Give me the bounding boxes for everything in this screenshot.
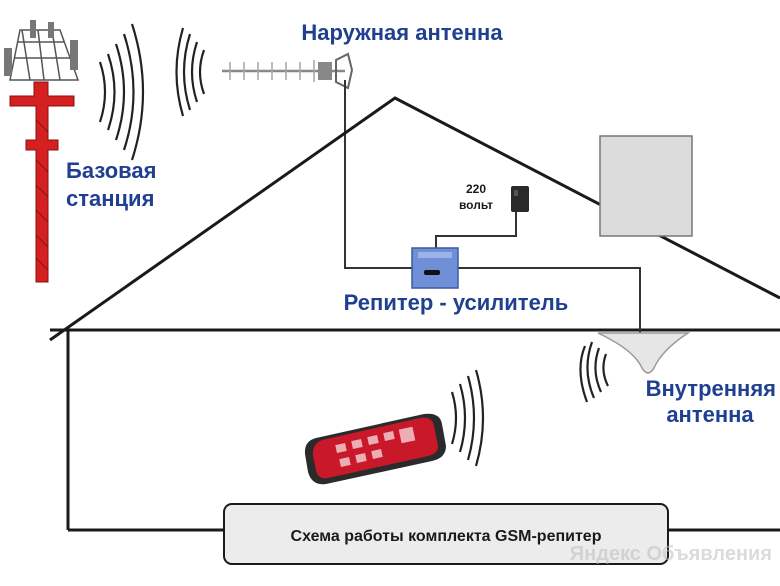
cell-tower-icon — [4, 20, 80, 283]
indoor-antenna-label-line2: антенна — [666, 402, 754, 427]
smartphone-icon — [304, 413, 446, 485]
caption-box — [223, 503, 669, 565]
power-cable — [435, 210, 517, 250]
tower-signal-waves-icon — [98, 23, 145, 161]
base-station-label-line2: станция — [66, 186, 154, 211]
caption-text: Схема работы комплекта GSM-репитер — [291, 528, 602, 545]
power-adapter-icon — [511, 186, 529, 212]
house-outline — [49, 96, 780, 532]
outdoor-antenna-label: Наружная антенна — [301, 20, 503, 45]
power-label-line2: вольт — [459, 198, 493, 212]
watermark-text: Яндекс Объявления — [570, 543, 772, 565]
indoor-cable — [458, 267, 641, 336]
yagi-antenna-icon — [222, 52, 354, 90]
indoor-signal-waves-icon — [579, 341, 609, 403]
antenna-signal-waves-icon — [175, 27, 206, 117]
power-label-line1: 220 — [466, 182, 486, 196]
phone-signal-waves-icon — [450, 369, 485, 467]
repeater-label: Репитер - усилитель — [344, 290, 569, 315]
repeater-box-icon — [411, 247, 459, 289]
base-station-label-line1: Базовая — [66, 158, 156, 183]
antenna-cable — [344, 80, 414, 269]
indoor-antenna-label-line1: Внутренняя — [646, 376, 776, 401]
ceiling-antenna-icon — [597, 332, 691, 374]
